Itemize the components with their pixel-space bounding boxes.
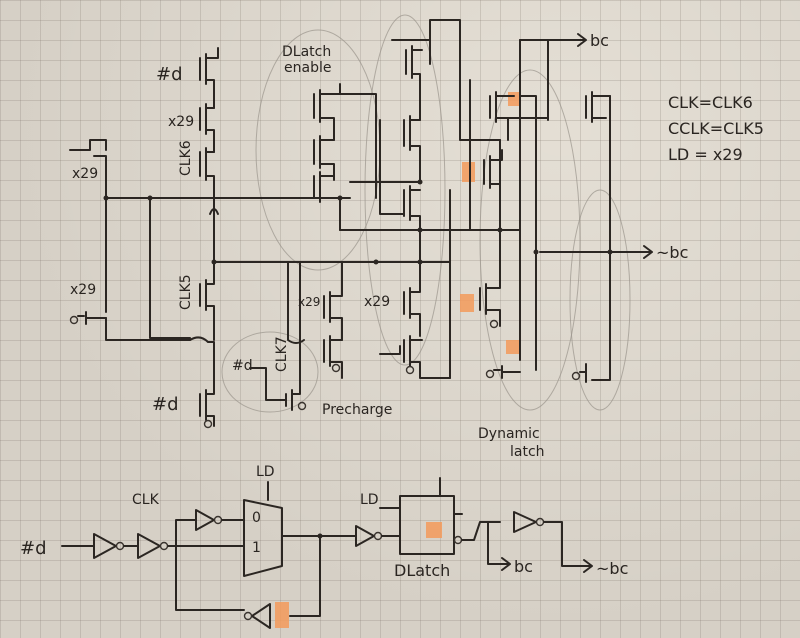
label-x29-left-top: x29: [72, 166, 98, 182]
label-hash-d-precharge: #d: [232, 358, 253, 374]
logic-ld-latch-label: LD: [360, 492, 379, 508]
logic-input-label: #d: [20, 538, 47, 559]
dlatch-enable-block: [213, 83, 521, 265]
label-clk5: CLK5: [178, 274, 194, 310]
label-dynamic: Dynamic: [478, 426, 540, 442]
precharge-block: [249, 261, 307, 411]
label-out-bc: bc: [590, 31, 609, 50]
logic-clk-label: CLK: [132, 492, 160, 508]
label-precharge: Precharge: [322, 402, 392, 418]
label-latch: latch: [510, 444, 545, 460]
highlights: [275, 92, 521, 628]
mux-in0-label: 0: [252, 510, 261, 526]
label-out-not-bc: ~bc: [656, 243, 688, 262]
logic-dlatch-label: DLatch: [394, 561, 450, 580]
label-hash-d-top: #d: [156, 64, 183, 85]
label-clk6: CLK6: [178, 140, 194, 176]
mux-in1-label: 1: [252, 540, 261, 556]
label-dlatch: DLatch: [282, 44, 331, 60]
region-halos: [221, 14, 631, 413]
logic-ld-mux-label: LD: [256, 464, 275, 480]
diagram-labels: #d x29 CLK6 x29 x29 CLK5 #d #d CLK7 x29 …: [20, 31, 764, 580]
left-transistor-stack: [69, 47, 327, 429]
logic-diagram: [61, 477, 593, 629]
label-enable: enable: [284, 60, 331, 76]
equation-cclk: CCLK=CLK5: [668, 119, 764, 138]
label-x29-left-bottom: x29: [70, 282, 96, 298]
label-clk7: CLK7: [274, 336, 290, 372]
label-x29-top: x29: [168, 114, 194, 130]
equation-clk: CLK=CLK6: [668, 93, 753, 112]
center-column: [379, 19, 501, 263]
label-hash-d-bottom: #d: [152, 394, 179, 415]
equation-ld: LD = x29: [668, 145, 743, 164]
dynamic-latch-block: [449, 33, 653, 383]
label-x29-mid-left: x29: [298, 295, 320, 309]
middle-lower-transistors: [323, 259, 451, 379]
logic-not-bc-label: ~bc: [596, 559, 628, 578]
label-x29-mid-right: x29: [364, 294, 390, 310]
logic-bc-label: bc: [514, 557, 533, 576]
